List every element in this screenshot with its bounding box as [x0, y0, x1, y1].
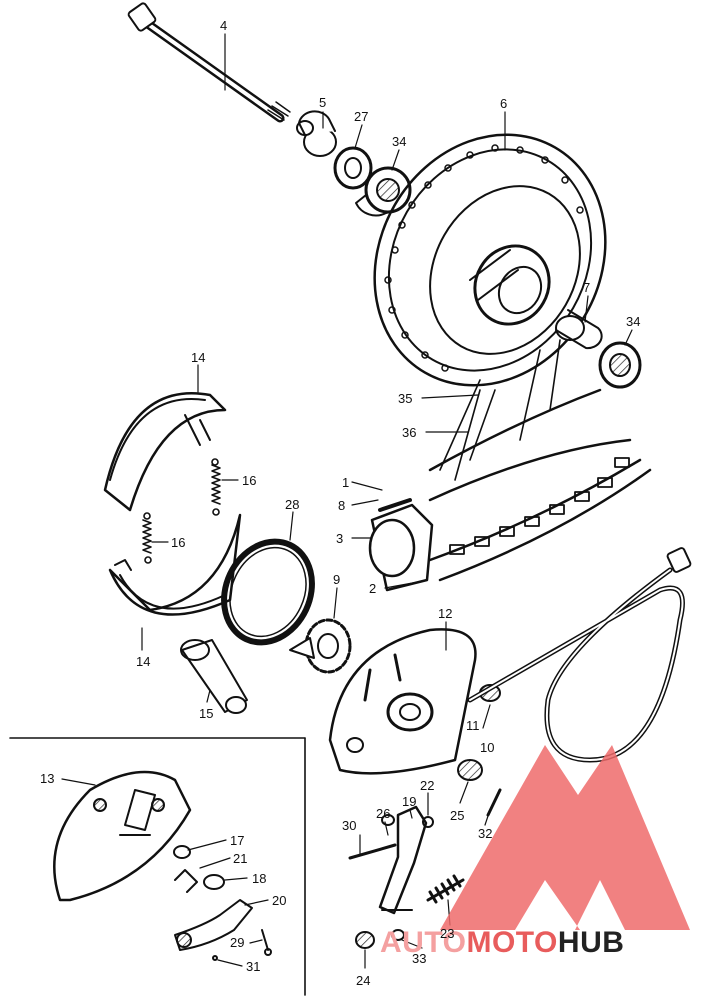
watermark-moto: MOTO: [466, 926, 557, 959]
oil-seal: [333, 146, 373, 190]
callout-10: 10: [480, 740, 494, 755]
callout-5: 5: [319, 95, 326, 110]
watermark-hub: HUB: [558, 926, 625, 959]
callout-16: 16: [242, 473, 256, 488]
callout-1: 1: [342, 475, 349, 490]
callout-2: 2: [369, 581, 376, 596]
brake-shoe-lower: [108, 513, 242, 616]
callout-18: 18: [252, 871, 266, 886]
callout-28: 28: [285, 497, 299, 512]
shoe-spring-left: [142, 512, 152, 564]
callout-4: 4: [220, 18, 227, 33]
callout-27: 27: [354, 109, 368, 124]
callout-32: 32: [478, 826, 492, 841]
brake-arm: [348, 805, 434, 915]
speedometer-gear: [289, 618, 352, 674]
bearing-upper: [355, 166, 412, 217]
dust-seal-ring: [221, 538, 315, 646]
brake-panel: [328, 628, 477, 775]
callout-11: 11: [466, 718, 480, 733]
brake-hub: [368, 498, 434, 592]
nut-25: [457, 759, 483, 781]
callout-36: 36: [402, 425, 416, 440]
callout-31: 31: [246, 959, 260, 974]
callout-29: 29: [230, 935, 244, 950]
rim-holes: [384, 144, 584, 372]
watermark-text: AUTOMOTOHUB: [380, 926, 624, 959]
callout-21: 21: [233, 851, 247, 866]
brake-cam: [180, 639, 248, 714]
inset-frame: [9, 737, 306, 996]
leader-lines: [61, 33, 633, 969]
watermark-auto: AUTO: [380, 926, 466, 959]
callout-34: 34: [392, 134, 406, 149]
callout-6: 6: [500, 96, 507, 111]
callout-34: 34: [626, 314, 640, 329]
callout-33: 33: [412, 951, 426, 966]
callout-13: 13: [40, 771, 54, 786]
callout-30: 30: [342, 818, 356, 833]
callout-20: 20: [272, 893, 286, 908]
callout-9: 9: [333, 572, 340, 587]
callout-8: 8: [338, 498, 345, 513]
inset-small-parts: [173, 845, 272, 961]
callout-7: 7: [583, 280, 590, 295]
wheel-rim: [373, 133, 607, 387]
callout-26: 26: [376, 806, 390, 821]
callout-19: 19: [402, 794, 416, 809]
inset-brake-panel: [53, 770, 192, 902]
callout-22: 22: [420, 778, 434, 793]
callout-23: 23: [440, 926, 454, 941]
axle: [127, 2, 291, 123]
tire-sector: [428, 388, 652, 582]
bearing-lower: [598, 341, 642, 389]
callout-labels: 4 5 27 34 6 7 34 35 36 14 16 16 1 8 3 2 …: [40, 18, 640, 988]
callout-15: 15: [199, 706, 213, 721]
callout-24: 24: [356, 973, 370, 988]
nut-24: [355, 931, 375, 949]
return-spring: [426, 874, 465, 904]
callout-14: 14: [191, 350, 205, 365]
callout-3: 3: [336, 531, 343, 546]
callout-17: 17: [230, 833, 244, 848]
callout-25: 25: [450, 808, 464, 823]
brake-shoe-upper: [103, 392, 227, 512]
speedometer-cable: [467, 547, 692, 763]
callout-14: 14: [136, 654, 150, 669]
callout-16: 16: [171, 535, 185, 550]
shoe-spring-right: [211, 458, 221, 516]
callout-12: 12: [438, 606, 452, 621]
watermark-logo: [440, 745, 690, 930]
callout-35: 35: [398, 391, 412, 406]
axle-collar: [296, 110, 337, 157]
distance-collar: [555, 309, 603, 350]
pin-33: [391, 929, 405, 941]
